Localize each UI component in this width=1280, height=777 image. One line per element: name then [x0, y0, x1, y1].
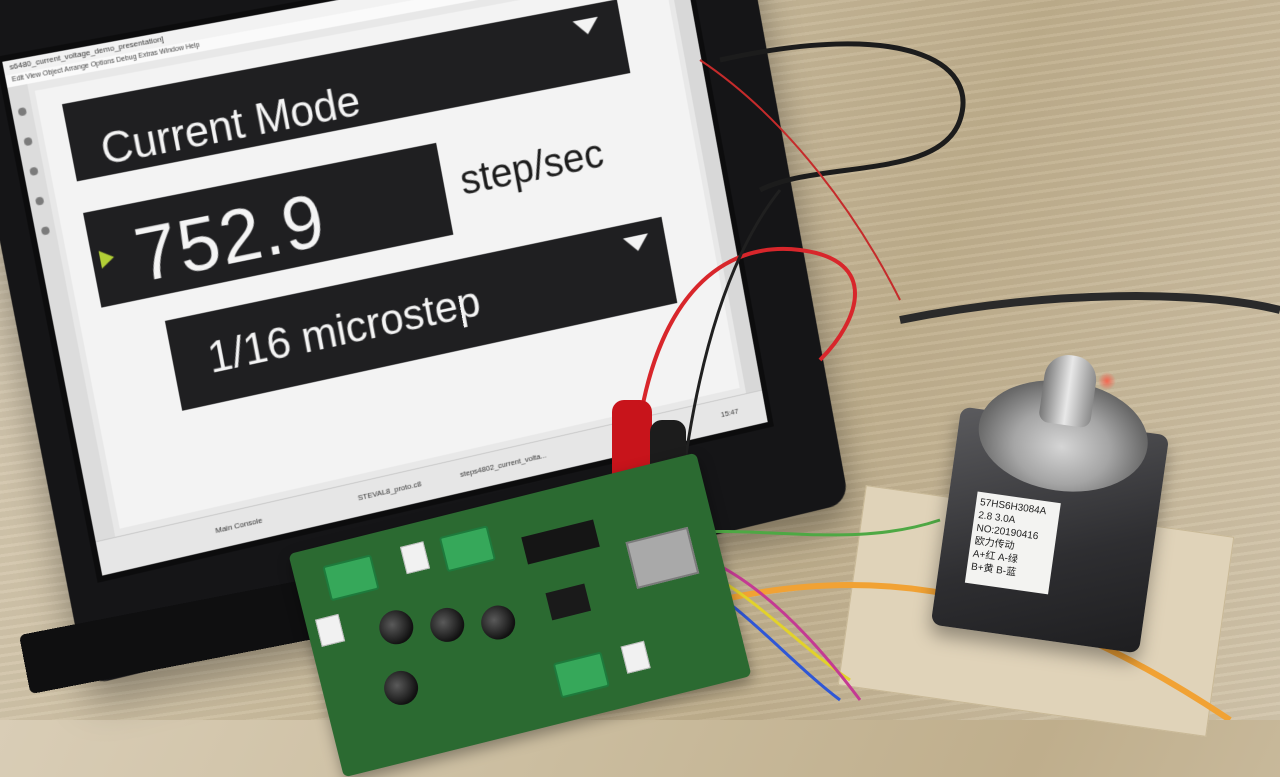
tool-icon[interactable] — [41, 226, 50, 236]
tool-icon[interactable] — [23, 137, 32, 146]
led-glow — [1098, 372, 1116, 390]
ethernet-port[interactable] — [626, 527, 700, 589]
stepper-motor: 57HS6H3084A 2.8 3.0A NO:20190416 欧力传动 A+… — [931, 406, 1170, 653]
speed-value: 752.9 — [128, 177, 331, 300]
dropdown-arrow-icon[interactable] — [623, 233, 651, 253]
dropdown-arrow-icon[interactable] — [573, 17, 601, 37]
white-connector — [400, 541, 430, 574]
tool-icon[interactable] — [29, 167, 38, 176]
capacitor — [376, 607, 417, 648]
tool-icon[interactable] — [18, 107, 28, 116]
microstep-label: 1/16 microstep — [204, 278, 484, 384]
tool-icon[interactable] — [35, 196, 44, 205]
white-connector — [621, 641, 651, 674]
screw-terminal — [439, 525, 496, 572]
taskbar-item[interactable]: steps4802_current_volta... — [459, 451, 547, 479]
capacitor — [381, 667, 422, 708]
capacitor — [478, 602, 519, 643]
white-connector — [315, 614, 345, 647]
screw-terminal — [553, 651, 610, 698]
motor-label: 57HS6H3084A 2.8 3.0A NO:20190416 欧力传动 A+… — [965, 492, 1061, 595]
dip-switch[interactable] — [521, 519, 600, 564]
clock: 15:47 — [720, 407, 739, 419]
capacitor — [427, 604, 468, 645]
ic-chip — [545, 584, 591, 621]
mode-label: Current Mode — [97, 77, 364, 176]
taskbar-item[interactable]: Main Console — [215, 516, 264, 535]
cursor-arrow-icon — [99, 248, 116, 269]
screw-terminal — [322, 554, 379, 601]
speed-unit-label: step/sec — [456, 130, 607, 204]
taskbar-item[interactable]: STEVAL8_proto.c8 — [357, 479, 422, 502]
